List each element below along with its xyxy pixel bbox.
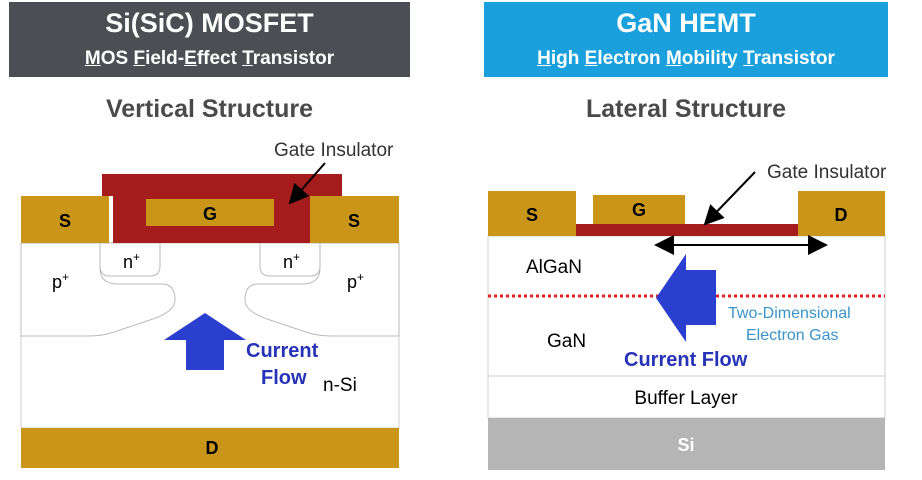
algan-label: AlGaN	[526, 257, 582, 278]
source-contact-left	[21, 196, 109, 243]
current-label: Current	[246, 340, 319, 362]
gate-contact-hemt	[593, 195, 685, 224]
mosfet-header: Si(SiC) MOSFET MOS Field-Effect Transist…	[9, 2, 410, 77]
n-plus-left	[99, 242, 161, 277]
subtitle-part: T	[743, 48, 754, 69]
si-substrate	[488, 418, 885, 470]
gate-insulator-hemt	[576, 224, 798, 236]
current-arrow-up-icon	[164, 313, 246, 370]
n-si-label: n-Si	[323, 375, 357, 396]
p-plus-well-left	[20, 242, 176, 337]
mosfet-subtitle: MOS Field-Effect Transistor	[9, 47, 410, 71]
two-deg-label-2: Electron Gas	[746, 327, 838, 344]
mosfet-title: Si(SiC) MOSFET	[105, 8, 314, 38]
source-contact-hemt	[488, 191, 576, 236]
subtitle-part: ield-	[145, 48, 185, 69]
subtitle-part: ransistor	[252, 48, 335, 69]
subtitle-part: E	[184, 48, 197, 69]
subtitle-part: M	[84, 48, 101, 69]
hemt-header: GaN HEMT High Electron Mobility Transist…	[484, 2, 888, 77]
source-label-left: S	[59, 211, 71, 231]
drain-contact-left	[21, 428, 399, 468]
gate-insulator-label-left: Gate Insulator	[274, 140, 394, 161]
subtitle-part: igh	[550, 48, 585, 69]
subtitle-part: H	[537, 48, 551, 69]
gan-label: GaN	[547, 331, 586, 352]
gate-label-left: G	[203, 204, 217, 224]
lateral-structure-title: Lateral Structure	[585, 95, 787, 123]
current-arrow-left-icon	[656, 254, 716, 342]
drain-contact-hemt	[798, 191, 885, 236]
buffer-layer-label: Buffer Layer	[634, 388, 738, 409]
subtitle-part: T	[242, 48, 253, 69]
subtitle-part: lectron	[597, 48, 666, 69]
source-label-hemt: S	[526, 205, 538, 225]
gate-label-hemt: G	[632, 200, 646, 220]
drain-label-left: D	[206, 438, 219, 458]
mosfet-diagram: Gate Insulator S G S n+ n+ p+ p+ Current…	[20, 140, 400, 468]
subtitle-part: obility	[681, 48, 743, 69]
si-label: Si	[677, 435, 694, 455]
n-plus-right	[259, 242, 321, 277]
subtitle-part: ffect	[196, 48, 243, 69]
source-contact-right	[310, 196, 399, 243]
vertical-structure-title: Vertical Structure	[105, 95, 314, 123]
flow-label: Flow	[261, 367, 307, 389]
current-flow-label: Current Flow	[624, 349, 748, 371]
gate-contact-left	[146, 199, 274, 226]
subtitle-part: E	[584, 48, 598, 69]
hemt-diagram: Gate Insulator S G D AlGaN Two-Dimension…	[487, 162, 887, 470]
subtitle-part: F	[133, 48, 146, 69]
two-deg-label-1: Two-Dimensional	[728, 305, 851, 322]
p-plus-well-right	[244, 242, 400, 337]
subtitle-part: ransistor	[753, 48, 835, 69]
hemt-title: GaN HEMT	[616, 8, 756, 38]
subtitle-part: OS	[100, 48, 134, 69]
gate-insulator-label-hemt: Gate Insulator	[767, 162, 887, 183]
subtitle-part: M	[665, 48, 682, 69]
source-label-right: S	[348, 211, 360, 231]
buffer-layer	[487, 375, 886, 419]
hemt-subtitle: High Electron Mobility Transistor	[484, 47, 888, 71]
drain-label-hemt: D	[835, 205, 848, 225]
